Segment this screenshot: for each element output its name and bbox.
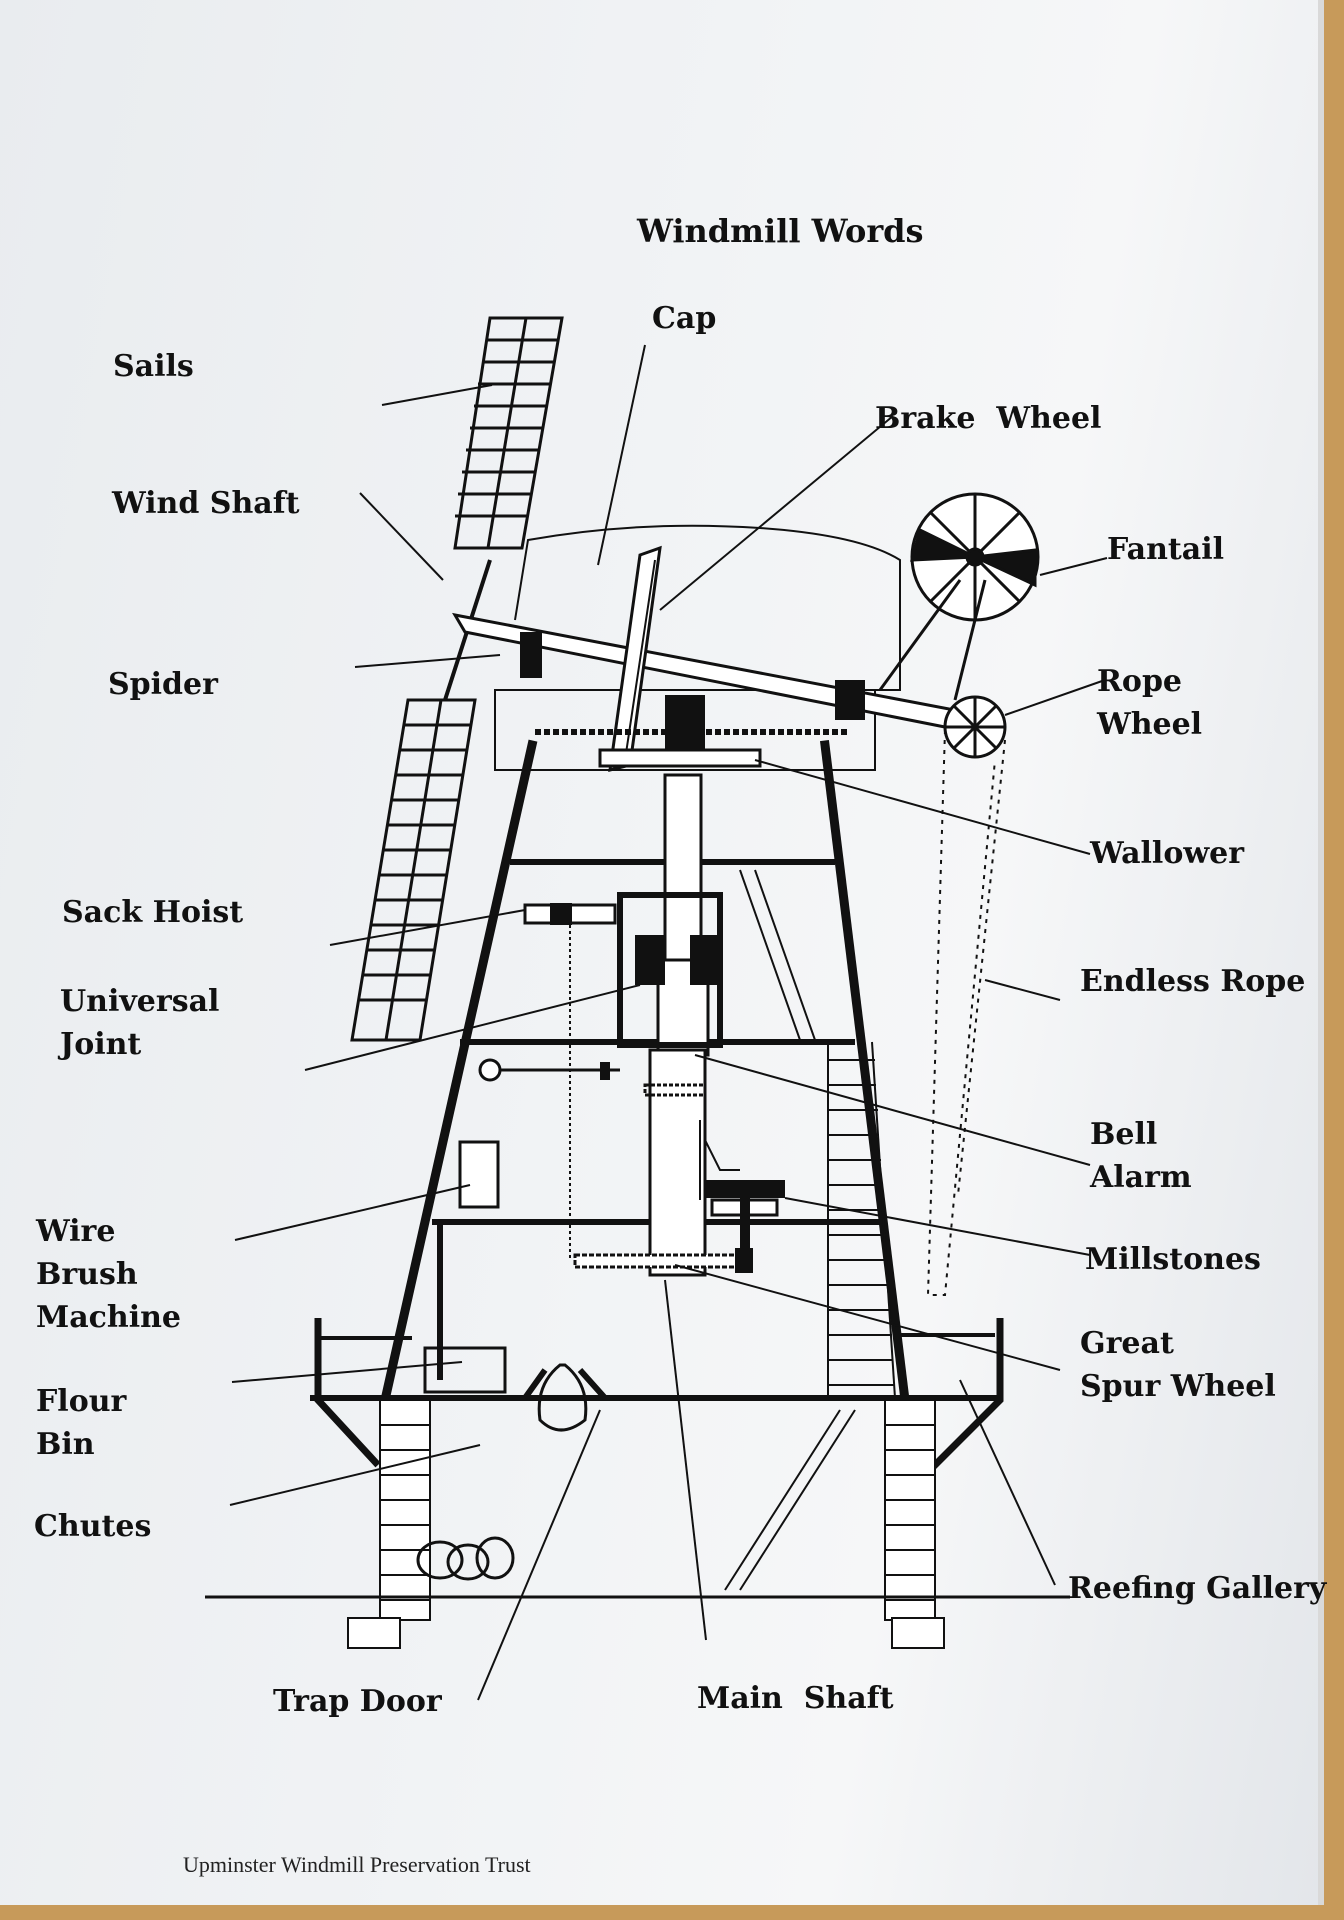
label-fantail: Fantail bbox=[1107, 532, 1224, 567]
label-chutes: Chutes bbox=[34, 1509, 152, 1544]
label-millstones: Millstones bbox=[1085, 1242, 1261, 1277]
flour-sacks bbox=[416, 1536, 515, 1581]
trap-door-sack bbox=[537, 1363, 588, 1432]
diagram-title: Windmill Words bbox=[637, 212, 924, 250]
label-reefing-gallery: Reefing Gallery bbox=[1068, 1571, 1327, 1606]
windmill-cross-section bbox=[205, 316, 1108, 1701]
label-sails: Sails bbox=[113, 349, 194, 384]
cap-base bbox=[494, 689, 876, 771]
leader-lines bbox=[229, 344, 1108, 1701]
sack-hoist bbox=[523, 903, 617, 1260]
great-spur-wheel-shape bbox=[573, 1248, 753, 1273]
label-spider: Spider bbox=[108, 667, 218, 702]
tower-walls bbox=[379, 739, 911, 1406]
wallower bbox=[598, 748, 762, 768]
rope-wheel bbox=[943, 695, 1007, 759]
diagram-board: Windmill Words Sails Wind Shaft Spider S… bbox=[0, 0, 1327, 1905]
stairs bbox=[724, 869, 896, 1591]
label-endless-rope: Endless Rope bbox=[1080, 964, 1306, 999]
label-main-shaft: Main Shaft bbox=[697, 1681, 894, 1716]
label-wallower: Wallower bbox=[1090, 836, 1245, 871]
label-cap: Cap bbox=[652, 301, 717, 336]
endless-rope bbox=[926, 729, 1006, 1296]
label-flour-bin: Flour Bin bbox=[36, 1384, 127, 1462]
label-sack-hoist: Sack Hoist bbox=[62, 895, 244, 930]
wire-brush-machine-shape bbox=[437, 1140, 530, 1380]
label-brake-wheel: Brake Wheel bbox=[875, 401, 1102, 436]
label-bell-alarm: Bell Alarm bbox=[1090, 1117, 1192, 1195]
label-great-spur-wheel: Great Spur Wheel bbox=[1080, 1326, 1276, 1404]
sail-upper bbox=[453, 316, 564, 550]
brick-piers bbox=[347, 1399, 945, 1649]
sail-lower bbox=[350, 698, 477, 1042]
reefing-gallery-shape bbox=[314, 1318, 1004, 1473]
label-wire-brush-machine: Wire Brush Machine bbox=[36, 1214, 182, 1335]
label-trap-door: Trap Door bbox=[273, 1684, 442, 1719]
flour-bin-shape bbox=[423, 1346, 507, 1394]
bell-alarm-mechanism bbox=[478, 1058, 620, 1082]
label-rope-wheel: Rope Wheel bbox=[1097, 664, 1203, 742]
label-universal-joint: Universal Joint bbox=[60, 984, 220, 1062]
label-wind-shaft: Wind Shaft bbox=[112, 486, 300, 521]
main-shaft-shape bbox=[617, 773, 723, 1277]
millstones-shape bbox=[704, 1139, 785, 1258]
fantail bbox=[878, 492, 1040, 701]
footer-credit: Upminster Windmill Preservation Trust bbox=[183, 1852, 531, 1877]
